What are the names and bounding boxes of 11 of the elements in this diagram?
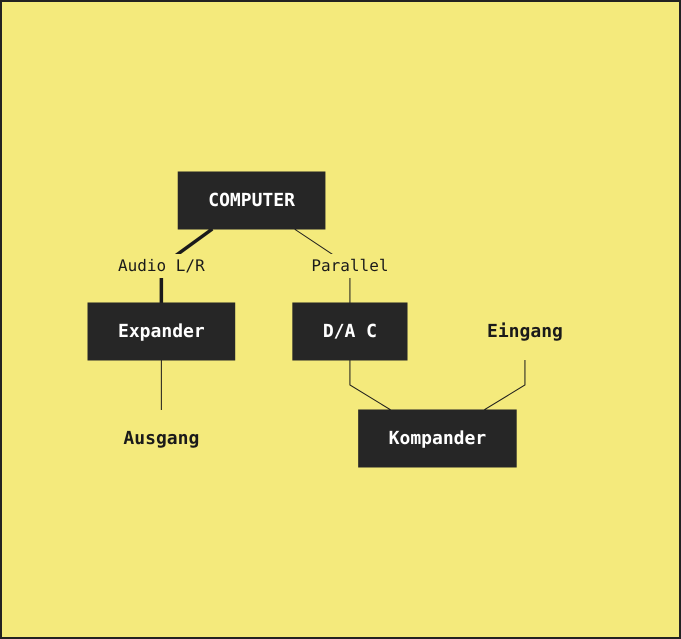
node-box: Kompander [358, 410, 517, 468]
node-box: Expander [88, 302, 236, 360]
node-text: Ausgang [123, 428, 200, 449]
node-box: D/A C [292, 302, 408, 360]
connector [349, 360, 392, 410]
edge-label: Audio L/R [118, 256, 205, 275]
node-text: Eingang [487, 320, 563, 342]
node-box: COMPUTER [178, 172, 326, 230]
connector [160, 360, 162, 410]
connector [484, 360, 526, 410]
edge-label: Parallel [311, 256, 389, 275]
